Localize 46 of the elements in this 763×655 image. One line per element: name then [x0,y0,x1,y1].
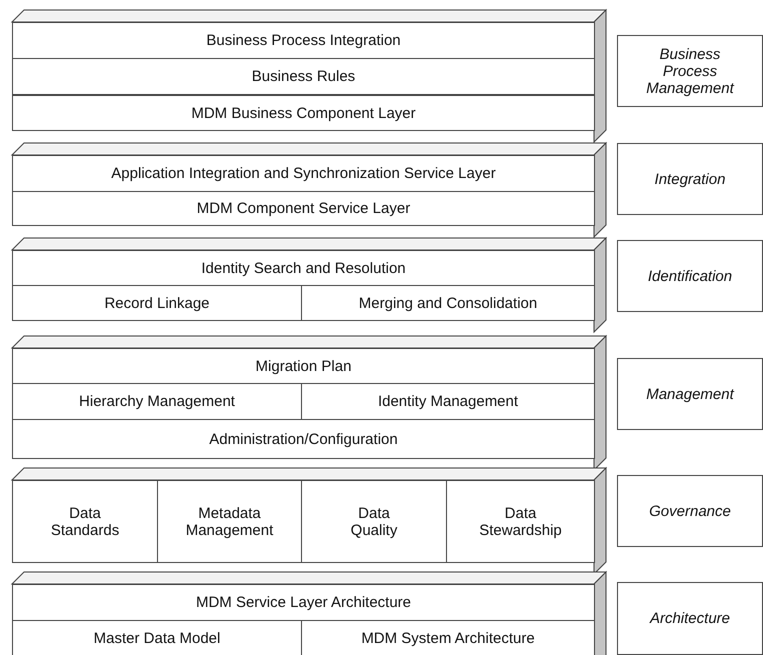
layer-cell [12,95,595,131]
category-label: Business Process Management [646,46,734,96]
layer-cell [12,584,595,621]
layer-label: Identity Management [378,393,518,410]
layer-cell [12,250,595,286]
layer-label: MDM Service Layer Architecture [196,594,412,611]
category-box [617,475,763,547]
layer-cell [12,419,595,459]
layer-cell [301,480,447,563]
layer-label: Master Data Model [94,630,220,646]
category-label: Identification [648,268,732,284]
category-box [617,582,763,655]
category-box [617,358,763,430]
layer-label: MDM Business Component Layer [191,104,416,122]
layer-label: Hierarchy Management [79,393,235,410]
layer-label: Data Stewardship [479,504,562,538]
layer-cell [12,348,595,384]
layer-cell [157,480,302,563]
layer-label: Data Standards [50,504,120,538]
layer-cell [12,191,595,226]
category-box [617,143,763,215]
category-box [617,240,763,312]
category-label: Governance [649,502,731,520]
layer-label: Data Quality [350,504,398,538]
layer-cell [12,285,302,321]
layer-label: Merging and Consolidation [358,294,538,312]
layer-label: Record Linkage [104,294,210,312]
layer-label: Application Integration and Synchronization Service Layer [111,165,496,182]
layer-cell [12,480,158,563]
layer-label: Identity Search and Resolution [201,260,406,276]
layer-label: Migration Plan [256,358,352,374]
layer-label: MDM Component Service Layer [196,200,410,217]
layer-label: Administration/Configuration [209,430,398,448]
category-label: Integration [654,170,726,188]
layer-cell [12,155,595,192]
layer-cell [446,480,595,563]
layer-label: Metadata Management [186,504,274,538]
category-label: Architecture [650,610,730,627]
layer-cell [301,285,595,321]
layer-label: Business Rules [252,68,356,85]
layer-cell [12,22,595,59]
layer-label: MDM System Architecture [361,630,535,646]
category-label: Management [646,386,734,402]
category-box [617,35,763,107]
layer-cell [12,58,595,95]
layer-label: Business Process Integration [206,32,401,49]
